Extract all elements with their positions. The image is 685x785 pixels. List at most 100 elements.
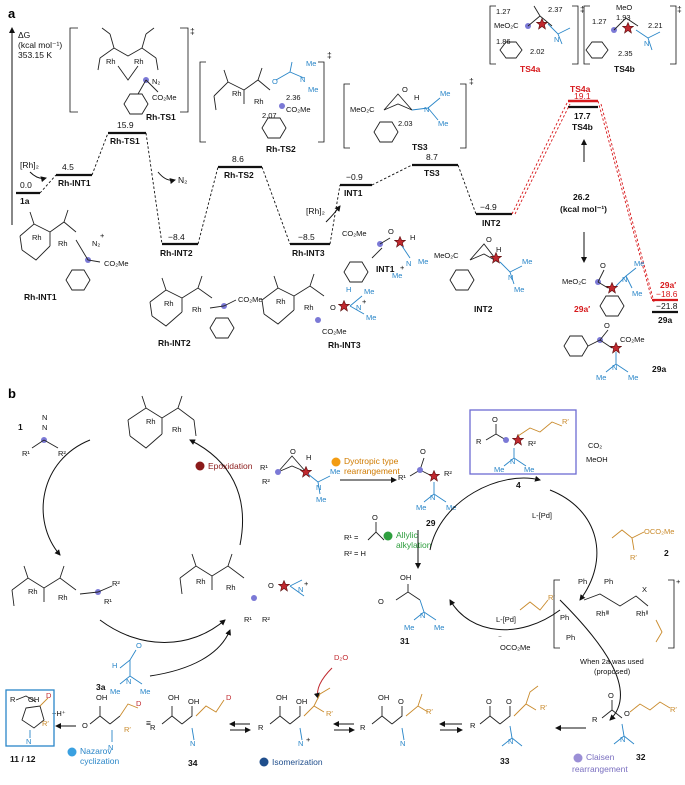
svg-text:CO₂Me: CO₂Me	[322, 327, 347, 336]
svg-text:N₂: N₂	[152, 77, 160, 86]
product-29a-prime-structure: MeO₂C O N Me Me 29a′	[562, 259, 644, 317]
rh-ts1-structure: ‡ Rh Rh N₂ CO₂Me Rh-TS1	[69, 26, 195, 122]
svg-text:1.93: 1.93	[616, 13, 631, 22]
step-nazarov-2: cyclization	[80, 756, 119, 766]
svg-text:O: O	[290, 447, 296, 456]
compound-label-31: 31	[400, 636, 410, 646]
r1-def: R¹ =	[344, 533, 359, 542]
svg-text:R: R	[10, 695, 16, 704]
svg-text:R²: R²	[262, 477, 270, 486]
svg-text:R′: R′	[540, 703, 547, 712]
svg-text:Me: Me	[522, 257, 532, 266]
step-epoxidation: Epoxidation	[208, 461, 253, 471]
svg-text:Ph: Ph	[604, 577, 613, 586]
svg-text:N₂: N₂	[92, 239, 100, 248]
compound-11-12: R OH D R′ N 11 / 12	[5, 689, 55, 764]
label-ts4b: TS4b	[572, 122, 593, 132]
compound-label-1: 1	[18, 422, 23, 432]
svg-text:Me: Me	[366, 313, 376, 322]
svg-text:+: +	[362, 297, 367, 306]
svg-text:R′: R′	[426, 707, 433, 716]
svg-text:Rh: Rh	[232, 89, 242, 98]
svg-text:R′: R′	[630, 553, 637, 562]
svg-text:D: D	[226, 693, 232, 702]
svg-text:‡: ‡	[580, 4, 585, 14]
d2o-intermediate: D₂O OH OH R R′ N +	[258, 653, 348, 748]
epoxide-intermediate: O R¹ R² N Me Me H	[260, 447, 340, 504]
energy-rhts2: 8.6	[232, 154, 244, 164]
svg-text:OH: OH	[276, 693, 287, 702]
compound-1: N N R¹ R² 1	[18, 413, 66, 458]
svg-text:N: N	[510, 457, 515, 466]
svg-text:D: D	[46, 691, 52, 700]
svg-text:N: N	[554, 35, 559, 44]
svg-text:2.37: 2.37	[548, 5, 563, 14]
svg-text:N: N	[316, 483, 321, 492]
compound-4: O R R′ R² N Me Me 4 CO₂ MeOH	[469, 409, 608, 490]
svg-text:Me: Me	[596, 373, 606, 382]
svg-text:OH: OH	[378, 693, 389, 702]
svg-text:R²: R²	[58, 449, 66, 458]
axis-label-temp: 353.15 K	[18, 50, 52, 60]
svg-text:N: N	[620, 735, 625, 744]
svg-text:Me: Me	[416, 503, 426, 512]
svg-text:Me: Me	[392, 271, 402, 280]
svg-text:Rh: Rh	[58, 239, 68, 248]
ts4b-structure: ‡ MeO 1.27 1.93 2.21 N 2.35 TS4b	[583, 3, 682, 74]
energy-int1: −0.9	[346, 172, 363, 182]
svg-text:Rh: Rh	[192, 305, 202, 314]
label-int1: INT1	[344, 188, 363, 198]
svg-text:‡: ‡	[190, 26, 195, 36]
rh-ts2-structure: ‡ Rh Rh O N Me Me 2.36 2.07 CO₂Me Rh-TS2	[199, 50, 332, 154]
svg-text:CO₂Me: CO₂Me	[104, 259, 129, 268]
svg-text:Rh: Rh	[276, 297, 286, 306]
label-int2: INT2	[482, 218, 501, 228]
svg-text:H: H	[346, 285, 351, 294]
svg-text:N: N	[420, 611, 425, 620]
svg-text:R′: R′	[326, 709, 333, 718]
step-claisen-2: rearrangement	[572, 764, 628, 774]
svg-text:Me: Me	[330, 467, 340, 476]
pd-catalyst: L-[Pd]	[532, 511, 552, 520]
svg-text:Rh: Rh	[32, 233, 42, 242]
svg-text:Ph: Ph	[566, 633, 575, 642]
svg-text:≡: ≡	[146, 718, 151, 728]
energy-29a: −21.8	[656, 301, 678, 311]
svg-text:N: N	[508, 737, 513, 746]
svg-text:O: O	[600, 261, 606, 270]
svg-text:O: O	[378, 597, 384, 606]
svg-text:R: R	[476, 437, 482, 446]
catalyst-return: [Rh]₂	[306, 206, 325, 216]
svg-text:OH: OH	[400, 573, 411, 582]
svg-text:N: N	[644, 39, 649, 48]
svg-text:2.35: 2.35	[618, 49, 633, 58]
note-line-2: (proposed)	[594, 667, 631, 676]
svg-text:H: H	[306, 453, 311, 462]
svg-text:OH: OH	[96, 693, 107, 702]
svg-text:N: N	[406, 259, 411, 268]
svg-text:H: H	[112, 661, 117, 670]
svg-text:Me: Me	[418, 257, 428, 266]
svg-text:R²: R²	[262, 615, 270, 624]
svg-text:R: R	[592, 715, 598, 724]
struct-label-rhint1: Rh-INT1	[24, 292, 57, 302]
svg-text:+: +	[306, 735, 311, 744]
rh-int3-structure: Rh Rh O N + Me Me H CO₂Me Rh-INT3	[261, 273, 376, 350]
step-allylic-2: alkylation	[396, 540, 432, 550]
label-1a: 1a	[20, 196, 30, 206]
svg-text:N: N	[612, 363, 617, 372]
step-claisen-1: Claisen	[586, 752, 615, 762]
int1-structure: CO₂Me O N + Me Me H INT1	[342, 227, 428, 283]
compound-label-32: 32	[636, 752, 646, 762]
svg-text:O: O	[506, 697, 512, 706]
svg-text:Rhᴵᴵ: Rhᴵᴵ	[636, 609, 648, 618]
struct-label-int1: INT1	[376, 264, 395, 274]
svg-text:O: O	[136, 641, 142, 650]
svg-text:H: H	[496, 245, 501, 254]
svg-text:O: O	[372, 513, 378, 522]
svg-text:Me: Me	[306, 59, 316, 68]
svg-text:O: O	[268, 581, 274, 590]
svg-text:Me: Me	[634, 259, 644, 268]
svg-text:R′: R′	[42, 719, 49, 728]
svg-text:1.27: 1.27	[592, 17, 607, 26]
